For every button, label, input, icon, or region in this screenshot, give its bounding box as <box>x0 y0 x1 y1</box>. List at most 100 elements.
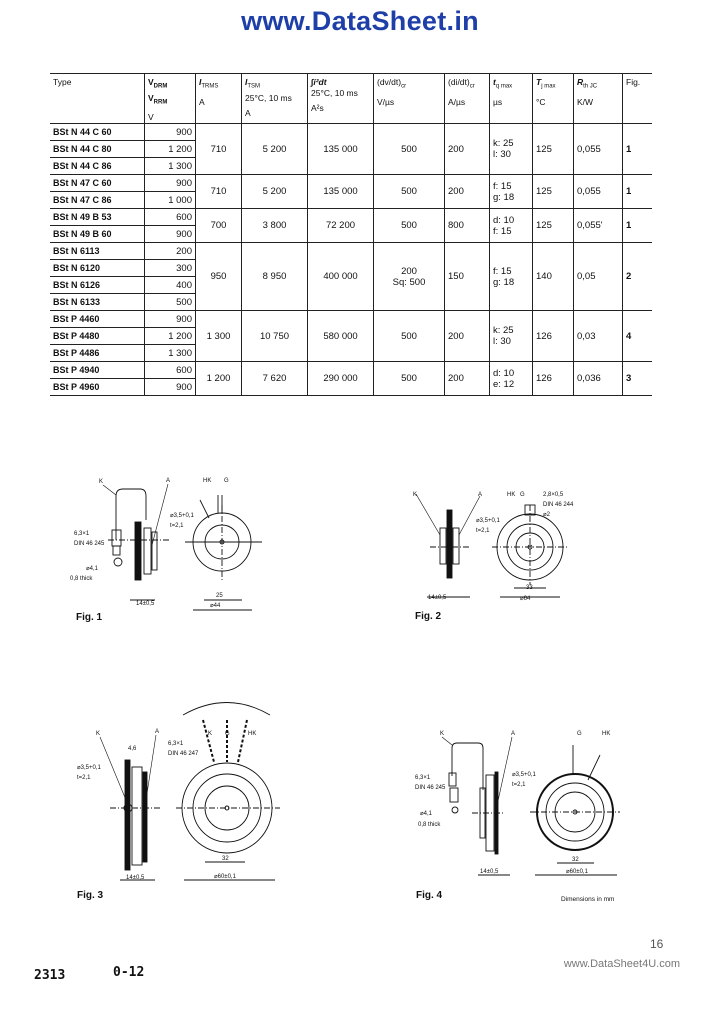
fig1-hole-label: ⌀4,1 <box>86 566 99 572</box>
itrms-cell: 1 300 <box>195 310 242 363</box>
fig4-pin-t-label: t=2,1 <box>512 782 526 788</box>
tq-value-1: k: 25 <box>493 325 514 337</box>
tq-value-2: g: 18 <box>493 191 515 203</box>
type-cell: BSt N 6120 <box>50 259 145 278</box>
tq-value-1: f: 15 <box>493 265 512 277</box>
type-cell: BSt N 47 C 60 <box>50 174 145 193</box>
fig3-pin-label: ⌀3,5+0,1 <box>77 765 101 771</box>
didt-cell: 200 <box>444 123 490 176</box>
fig3-din-label: DIN 46 247 <box>168 751 199 757</box>
rth-cell: 0,036 <box>573 361 623 397</box>
fig2-pin-t-label: t=2,1 <box>476 528 490 534</box>
fig2-a-label: A <box>478 492 482 498</box>
fig2-tab-label: 2,8×0,5 <box>543 492 564 498</box>
footer-watermark: www.DataSheet4U.com <box>563 958 680 970</box>
voltage-cell: 200 <box>144 242 196 261</box>
fig3-a-label: A <box>155 729 159 735</box>
type-cell: BSt N 6126 <box>50 276 145 295</box>
tj-cell: 125 <box>532 123 574 176</box>
tj-cell: 126 <box>532 361 574 397</box>
i2t-cell: 580 000 <box>307 310 374 363</box>
tj-cell: 140 <box>532 242 574 312</box>
dvdt-value-2: Sq: 500 <box>392 276 426 288</box>
tj-cell: 125 <box>532 208 574 244</box>
fig1-hk-label: HK <box>203 478 211 484</box>
didt-cell: 800 <box>444 208 490 244</box>
voltage-cell: 300 <box>144 259 196 278</box>
fig3-d-outer: ⌀60±0,1 <box>214 874 237 880</box>
site-banner: www.DataSheet.in <box>241 6 479 36</box>
type-cell: BSt N 49 B 53 <box>50 208 145 227</box>
col-vdrm: VDRM VRRM V <box>144 72 196 125</box>
tq-value-2: g: 18 <box>493 276 515 288</box>
voltage-cell: 500 <box>144 293 196 312</box>
type-cell: BSt N 47 C 86 <box>50 191 145 210</box>
itsm-cell: 3 800 <box>241 208 308 244</box>
fig4-width: 14±0,5 <box>480 869 499 875</box>
fig4-d-outer: ⌀60±0,1 <box>566 869 589 875</box>
fig-cell: 4 <box>622 310 652 363</box>
rth-cell: 0,055 <box>573 123 623 176</box>
col-tj: Tj max°C <box>532 72 574 125</box>
dvdt-value: 500 <box>401 373 417 385</box>
itrms-cell: 950 <box>195 242 242 312</box>
itrms-cell: 700 <box>195 208 242 244</box>
dvdt-value: 500 <box>401 186 417 198</box>
type-cell: BSt P 4940 <box>50 361 145 380</box>
fig2-caption: Fig. 2 <box>415 611 442 622</box>
voltage-cell: 900 <box>144 123 196 142</box>
voltage-cell: 900 <box>144 310 196 329</box>
rth-cell: 0,055 <box>573 174 623 210</box>
fig-cell: 1 <box>622 123 652 176</box>
fig4-d-inner: 32 <box>572 857 579 863</box>
page-number: 16 <box>650 937 664 951</box>
rth-cell: 0,03 <box>573 310 623 363</box>
fig4-g-label: G <box>577 731 582 737</box>
i2t-cell: 72 200 <box>307 208 374 244</box>
tj-cell: 125 <box>532 174 574 210</box>
itsm-cell: 5 200 <box>241 174 308 210</box>
fig1-d-outer: ⌀44 <box>210 603 221 609</box>
col-fig: Fig. <box>622 72 652 125</box>
type-cell: BSt N 49 B 60 <box>50 225 145 244</box>
fig1-tab-label: 6,3×1 <box>74 531 90 537</box>
fig1-width: 14±0,5 <box>136 601 155 607</box>
itrms-cell: 710 <box>195 174 242 210</box>
dvdt-cell: 500 <box>373 174 445 210</box>
fig4-hole-label: ⌀4,1 <box>420 811 433 817</box>
didt-cell: 200 <box>444 174 490 210</box>
dvdt-cell: 500 <box>373 310 445 363</box>
dvdt-value: 500 <box>401 143 417 155</box>
fig3-hk-label: HK <box>248 731 256 737</box>
didt-cell: 200 <box>444 310 490 363</box>
type-cell: BSt N 6133 <box>50 293 145 312</box>
voltage-cell: 900 <box>144 225 196 244</box>
type-cell: BSt P 4486 <box>50 344 145 363</box>
voltage-cell: 600 <box>144 361 196 380</box>
figure-2-drawing: K A HK G 2,8×0,5 DIN 46 244 ⌀2 ⌀3,5+0,1 … <box>413 492 574 622</box>
fig4-hk-label: HK <box>602 731 610 737</box>
i2t-cell: 290 000 <box>307 361 374 397</box>
fig4-pin-label: ⌀3,5+0,1 <box>512 772 536 778</box>
voltage-cell: 900 <box>144 378 196 397</box>
tq-value-1: f: 15 <box>493 180 512 192</box>
fig1-thick-label: 0,8 thick <box>70 576 93 582</box>
fig1-a-label: A <box>166 478 170 484</box>
col-type: Type <box>50 72 145 125</box>
fig4-k-label: K <box>440 731 444 737</box>
